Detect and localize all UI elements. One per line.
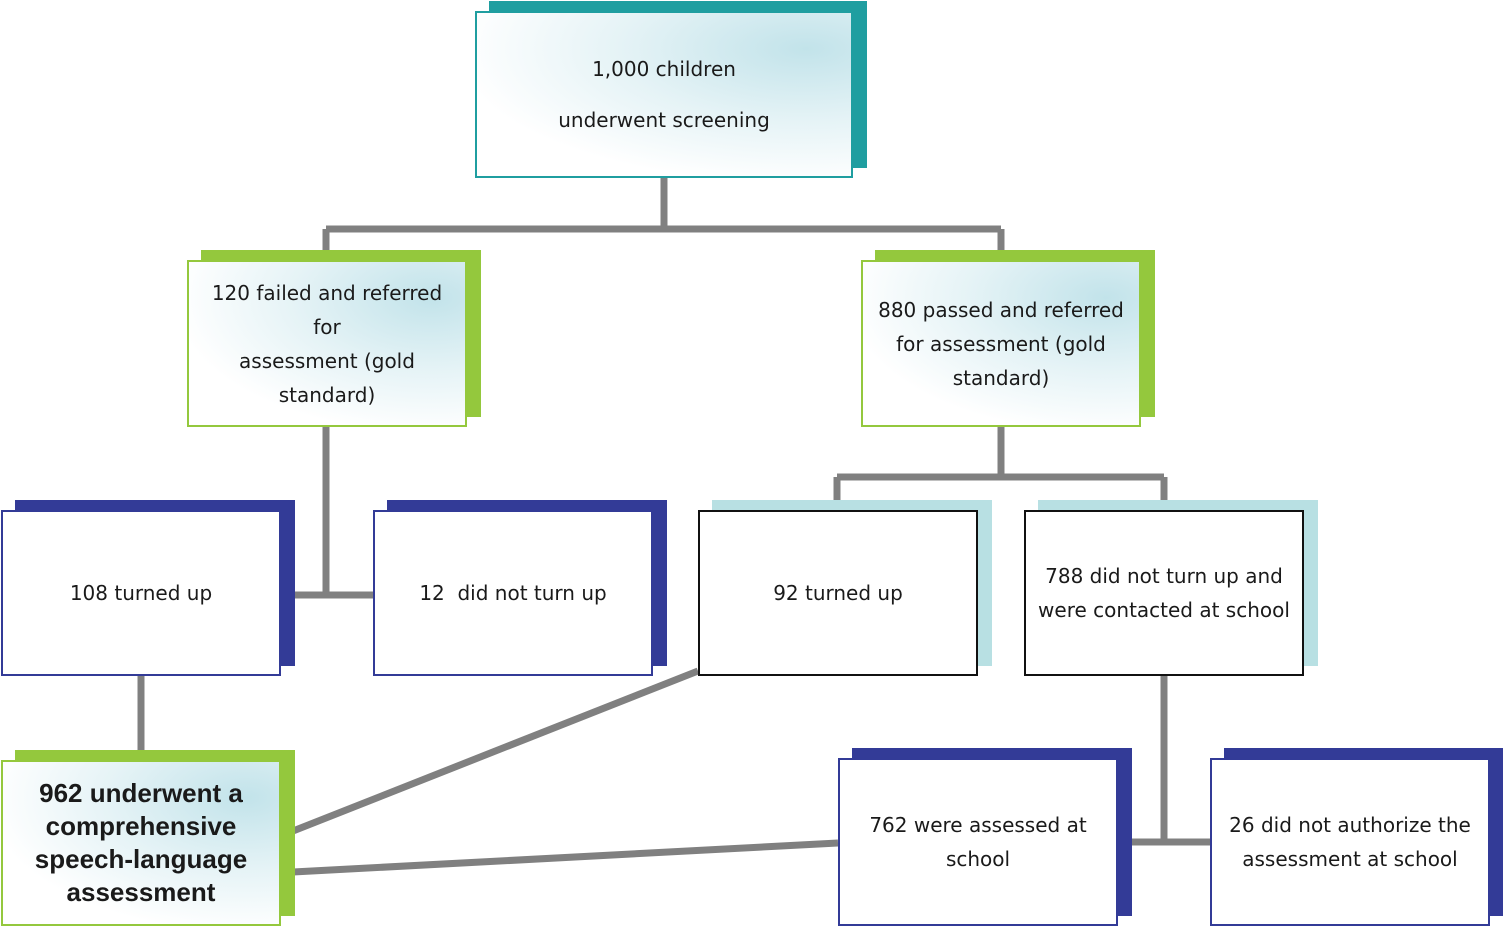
node-12-did-not-turn-up: 12 did not turn up — [373, 500, 667, 676]
node-text-line: 1,000 children — [592, 56, 736, 81]
node-passed-referred: 880 passed and referred for assessment (… — [861, 250, 1155, 427]
node-788-did-not-turn-up: 788 did not turn up and were contacted a… — [1024, 500, 1318, 676]
node-text-line: standard) — [952, 365, 1050, 390]
node-26-did-not-authorize: 26 did not authorize the assessment at s… — [1210, 748, 1503, 926]
node-text-line: underwent screening — [558, 107, 770, 132]
node-92-turned-up: 92 turned up — [698, 500, 992, 676]
node-text-line: assessment at school — [1242, 847, 1458, 871]
node-text-line: comprehensive — [45, 811, 237, 841]
connector-762-to-962 — [292, 839, 839, 876]
node-failed-referred: 120 failed and referred for assessment (… — [187, 250, 481, 427]
node-root-screening: 1,000 children underwent screening — [475, 1, 867, 178]
node-962-comprehensive-assessment: 962 underwent a comprehensive speech-lan… — [1, 750, 295, 926]
node-text-line: 788 did not turn up and — [1045, 564, 1283, 588]
connector-92-to-962 — [291, 667, 700, 835]
node-text-line: 880 passed and referred — [878, 297, 1124, 322]
node-text-line: 108 turned up — [69, 581, 213, 605]
node-text-line: 26 did not authorize the — [1229, 813, 1471, 837]
node-text-line: 120 failed and referred for — [211, 280, 443, 339]
node-text-line: for assessment (gold — [896, 331, 1106, 356]
node-text-line: school — [945, 847, 1011, 871]
node-text-line: assessment — [66, 877, 216, 907]
node-text-line: 12 did not turn up — [419, 581, 607, 605]
node-text-line: 962 underwent a — [39, 778, 243, 808]
node-108-turned-up: 108 turned up — [1, 500, 295, 676]
node-762-assessed-at-school: 762 were assessed at school — [838, 748, 1132, 926]
node-text-line: 92 turned up — [773, 581, 903, 605]
node-text-line: were contacted at school — [1038, 598, 1290, 622]
node-text-line: assessment (gold standard) — [239, 348, 415, 407]
node-text-line: 762 were assessed at — [869, 813, 1087, 837]
node-text-line: speech-language — [34, 844, 248, 874]
